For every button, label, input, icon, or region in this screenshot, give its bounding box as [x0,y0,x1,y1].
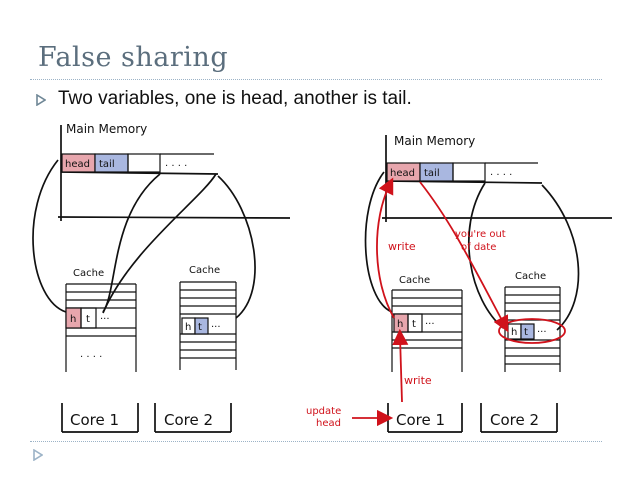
right-connector-inner-right [467,182,504,329]
left-core1-box [61,403,139,433]
left-diagram: Main Memory head tail . . . . Cache h t … [32,122,291,433]
right-mem-cell-3 [452,162,486,182]
right-core2-box [480,403,558,433]
right-cache2-more: ··· [537,327,547,338]
left-cache1-h: h [70,314,76,325]
left-cache2-h: h [185,322,191,333]
title-divider [30,79,602,80]
write-label-upper: write [388,240,416,253]
update-head-line2: head [316,418,341,429]
bullet-arrow-icon [36,94,46,106]
right-head-label: head [390,168,415,179]
right-core2-label: Core 2 [490,411,539,429]
write-label-lower: write [404,374,432,387]
out-of-date-line2: of date [461,242,496,253]
right-cache2-label: Cache [515,271,546,282]
right-cache1-h: h [397,319,403,330]
right-mem-ellipsis: . . . . [490,167,512,178]
left-core2-box [154,403,232,433]
out-of-date-arrow [419,181,509,333]
left-connector-outer-right [217,175,256,319]
left-core1-label: Core 1 [70,411,119,429]
left-mem-cell-3 [127,153,161,173]
out-of-date-line1: you're out [455,229,506,240]
left-cache1-t-cell [80,307,97,329]
right-cache1-label: Cache [399,275,430,286]
right-connector-outer-right [541,184,580,331]
left-connector-outer-left [32,159,67,313]
right-cache2-t-cell [520,323,535,340]
left-cache2-t: t [198,322,202,333]
left-cache2-body [179,281,237,370]
right-cache1-t: t [412,319,416,330]
right-diagram: Main Memory head tail . . . . Cache h t … [364,134,612,433]
right-main-memory-label: Main Memory [394,134,475,148]
footer-divider [30,441,602,442]
write-to-cache-arrow [392,328,409,403]
right-connector-outer-left [364,171,393,313]
stale-cache-line-circle [498,318,566,344]
left-cache2-label: Cache [189,265,220,276]
left-cache1-t: t [86,314,90,325]
right-cache2-t: t [524,327,528,338]
right-tail-label: tail [424,168,440,179]
write-to-memory-arrow [376,177,395,319]
left-memory-floor-line [57,216,291,219]
left-mem-ellipsis: . . . . [165,158,187,169]
right-cache2-h: h [511,327,517,338]
right-cache1-t-cell [407,313,423,333]
update-head-line1: update [306,406,341,417]
left-core2-label: Core 2 [164,411,213,429]
left-main-memory-label: Main Memory [66,122,147,136]
bullet-text: Two variables, one is head, another is t… [58,88,412,109]
left-cache1-ellipsis: . . . . [80,349,102,360]
left-cache1-label: Cache [73,268,104,279]
footer-arrow-icon [33,449,43,461]
left-head-label: head [65,159,90,170]
right-core1-label: Core 1 [396,411,445,429]
right-cache1-body [391,289,463,372]
slide-title: False sharing [38,42,229,73]
left-tail-label: tail [99,159,115,170]
left-cache1-more: ··· [100,314,110,325]
right-cache1-more: ··· [425,319,435,330]
left-connector-inner-right [102,173,217,314]
left-cache2-t-cell [194,317,209,335]
left-cache2-more: ··· [211,322,221,333]
red-annotations: write you're out of date write update he… [306,177,566,429]
